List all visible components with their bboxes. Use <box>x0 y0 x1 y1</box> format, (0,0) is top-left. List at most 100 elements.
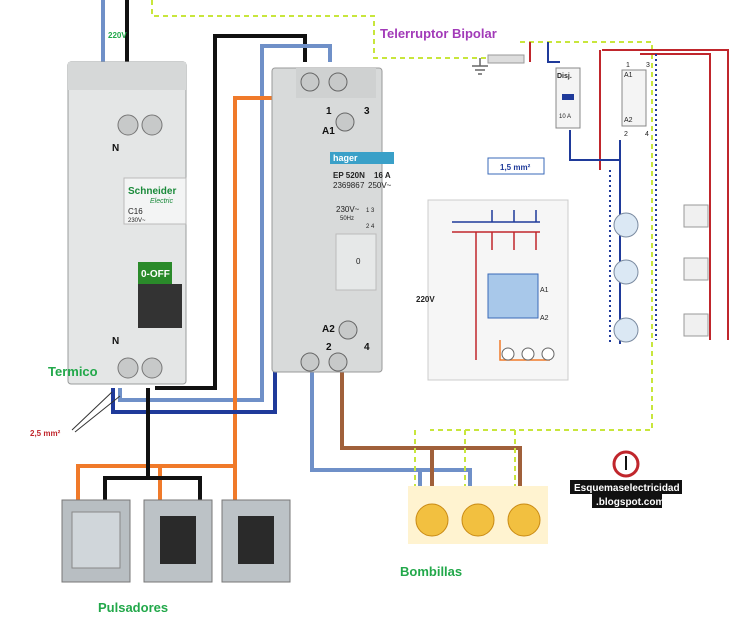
schematic-bulb-1 <box>613 212 639 238</box>
schematic-pushbutton-3[interactable] <box>683 313 709 337</box>
blog-logo: Esquemaselectricidad .blogspot.com <box>570 450 682 508</box>
breaker-voltage: 230V~ <box>128 218 146 224</box>
contactor-frequency: 50Hz <box>340 216 354 222</box>
breaker-screw-2 <box>141 114 163 136</box>
supply-voltage-label: 220V <box>108 31 127 40</box>
schematic-phase-wires <box>529 42 729 340</box>
pushbutton-phase-wire <box>103 388 202 500</box>
breaker-state-flag <box>138 262 172 284</box>
lamp-neutral-wire <box>310 365 472 500</box>
cable-section-right-box <box>487 157 545 175</box>
pushbuttons: Pulsadores <box>61 499 291 615</box>
lamp-phase-wire <box>340 365 522 500</box>
contactor-a2: A2 <box>322 324 335 335</box>
contactor-brand-plate <box>330 152 394 164</box>
contactor-screw-1 <box>300 72 320 92</box>
breaker-terminal-bottom: N <box>112 336 119 347</box>
contactor-poles-bottom: 2 4 <box>366 224 375 230</box>
schematic-bulbs <box>613 212 639 343</box>
schematic-relay-t3: 3 <box>646 62 650 69</box>
earth-wire-top <box>151 0 653 431</box>
breaker-brand-sub: Electric <box>150 198 173 205</box>
contactor-t1: 1 <box>326 106 332 117</box>
middle-lamp-1 <box>501 347 515 361</box>
schematic-neutral-wires <box>547 42 621 344</box>
breaker-label: Termico <box>48 364 98 379</box>
lamp-2 <box>461 503 495 537</box>
middle-lamp-3 <box>541 347 555 361</box>
schematic-relay-a1: A1 <box>624 72 633 79</box>
breaker-screw-1 <box>117 114 139 136</box>
relay-title: Telerruptor Bipolar <box>380 26 497 41</box>
middle-relay-a1: A1 <box>540 287 549 294</box>
breaker-top-cap <box>68 62 186 90</box>
schematic-relay-t1: 1 <box>626 62 630 69</box>
middle-lamps <box>501 347 555 361</box>
pushbutton-2-mechanism <box>160 516 196 564</box>
schematic-bulb-2 <box>613 259 639 285</box>
schematic-dashed-wires <box>609 54 657 344</box>
middle-relay-box <box>487 273 539 319</box>
contactor-voltage: 250V~ <box>368 181 392 190</box>
circuit-breaker: N Schneider Electric C16 230V~ 0-OFF N T… <box>30 61 187 438</box>
middle-schematic: 220V A1 A2 <box>416 199 569 381</box>
right-schematic: Telerruptor Bipolar Disj. 10 A 1 3 A1 A2… <box>380 26 729 344</box>
schematic-pushbutton-2[interactable] <box>683 257 709 281</box>
breaker-front-plate <box>123 177 187 225</box>
contactor-brand: hager <box>333 153 358 163</box>
breaker-terminal-top: N <box>112 143 119 154</box>
contactor-a1: A1 <box>322 126 335 137</box>
schematic-bulb-3 <box>613 317 639 343</box>
middle-relay-a2: A2 <box>540 315 549 322</box>
breaker-brand: Schneider <box>128 186 176 197</box>
earth-terminal-block <box>487 54 525 64</box>
cable-section-left: 2,5 mm² <box>30 429 61 438</box>
contactor-poles-top: 1 3 <box>366 208 375 214</box>
contactor-screw-2 <box>328 72 348 92</box>
lamp-3 <box>507 503 541 537</box>
middle-lamp-2 <box>521 347 535 361</box>
lamp-1 <box>415 503 449 537</box>
contactor-position: 0 <box>356 257 361 266</box>
schematic-voltage: 220V <box>416 295 435 304</box>
remote-switch: 1 3 A1 hager EP 520N 16 A 236986 7 250V~… <box>271 67 394 373</box>
schematic-pushbuttons <box>683 204 709 337</box>
middle-coil-line <box>499 340 550 361</box>
contactor-screw-4 <box>328 352 348 372</box>
blog-line1: Esquemaselectricidad <box>574 483 680 494</box>
contactor-a1-screw <box>335 112 355 132</box>
schematic-breaker-label: Disj. <box>557 73 572 80</box>
schematic-relay <box>621 69 647 127</box>
lamps-label: Bombillas <box>400 564 462 579</box>
breaker-screw-4 <box>141 357 163 379</box>
contactor-t4: 4 <box>364 342 370 353</box>
pushbutton-1-rocker[interactable] <box>71 511 121 569</box>
middle-neutral-lines <box>452 210 540 223</box>
contactor-window <box>335 233 377 291</box>
blog-line2-bg <box>592 494 662 508</box>
contactor-model: EP 520N <box>333 171 365 180</box>
contactor-coil-voltage: 230V~ <box>336 205 360 214</box>
contactor-code: 236986 <box>333 181 360 190</box>
schematic-breaker-rating: 10 A <box>559 114 571 120</box>
earth-symbol <box>472 58 488 75</box>
blog-line1-bg <box>570 480 682 494</box>
pushbuttons-label: Pulsadores <box>98 600 168 615</box>
contactor-current: 16 A <box>374 171 391 180</box>
schematic-relay-a2: A2 <box>624 117 633 124</box>
breaker-toggle[interactable] <box>138 284 182 328</box>
schematic-pushbutton-1[interactable] <box>683 204 709 228</box>
contactor-a2-screw <box>338 320 358 340</box>
schematic-breaker-handle[interactable] <box>562 94 574 100</box>
contactor-code-suffix: 7 <box>360 181 365 190</box>
neutral-to-contactor-wire <box>118 44 332 402</box>
schematic-relay-t2: 2 <box>624 131 628 138</box>
middle-phase-lines <box>452 231 540 360</box>
contactor-t3: 3 <box>364 106 370 117</box>
lamps: Bombillas <box>400 486 548 579</box>
breaker-screw-3 <box>117 357 139 379</box>
pushbutton-3-mechanism <box>238 516 274 564</box>
blog-line2: .blogspot.com <box>596 497 664 508</box>
